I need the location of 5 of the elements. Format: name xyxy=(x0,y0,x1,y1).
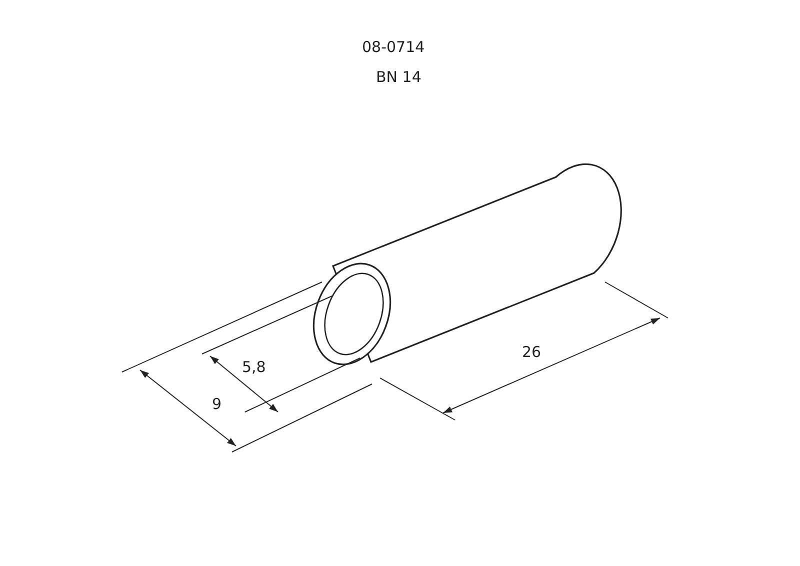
dimension-label: 9 xyxy=(212,397,222,412)
dimension-label: 5,8 xyxy=(242,360,266,375)
part-number: BN 14 xyxy=(376,70,422,85)
dimension-label: 26 xyxy=(522,345,542,360)
part-number: 08-0714 xyxy=(362,40,425,55)
